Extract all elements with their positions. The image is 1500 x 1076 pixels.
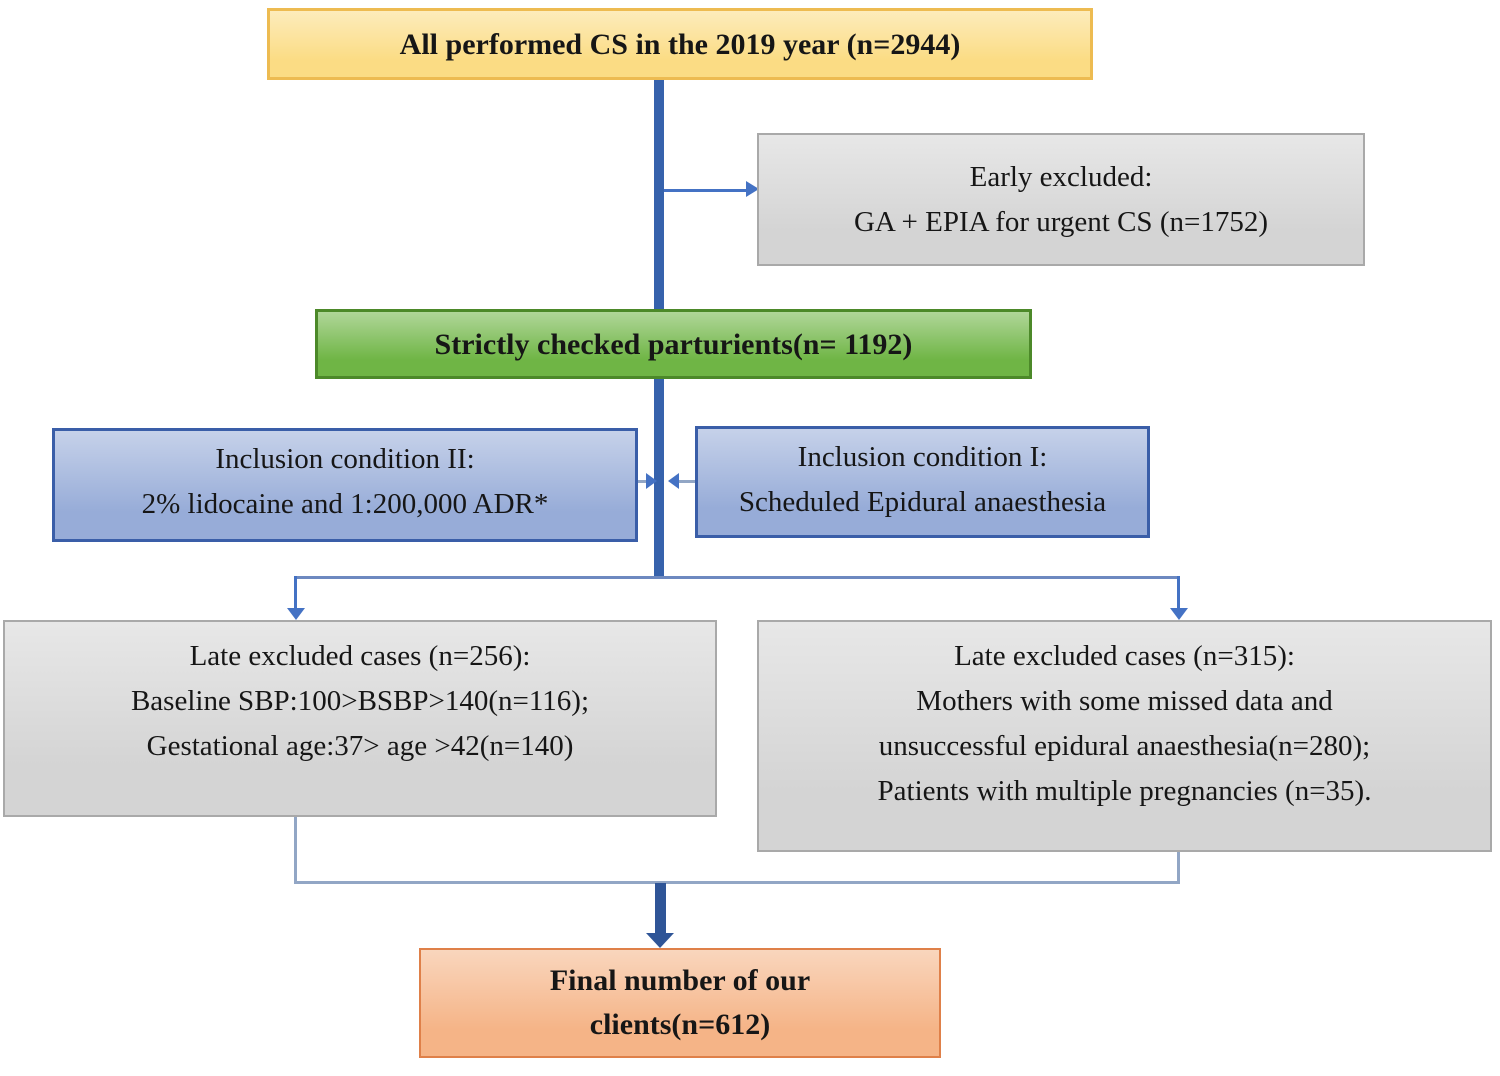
node-text-line: unsuccessful epidural anaesthesia(n=280)… (878, 730, 1371, 762)
node-text-line: GA + EPIA for urgent CS (n=1752) (853, 205, 1268, 238)
inclusion1-arrowhead-icon (668, 473, 679, 489)
node-text-line: Gestational age:37> age >42(n=140) (146, 730, 574, 762)
node-text-line: Late excluded cases (n=315): (954, 640, 1295, 672)
left-merge-line (294, 817, 297, 883)
early-excluded-connector-line (664, 189, 748, 192)
node-text-line: Late excluded cases (n=256): (189, 640, 531, 672)
inclusion2-connector-line (638, 480, 647, 483)
node-text-line: Inclusion condition II: (215, 443, 475, 475)
node-early-excluded: Early excluded: GA + EPIA for urgent CS … (757, 133, 1365, 266)
left-branch-arrowhead-icon (287, 608, 305, 620)
node-text-line: Scheduled Epidural anaesthesia (738, 486, 1107, 518)
inclusion2-arrowhead-icon (646, 473, 657, 489)
early-excluded-arrowhead-icon (746, 181, 759, 197)
node-text-line: Inclusion condition I: (797, 441, 1048, 473)
node-all-performed-cs: All performed CS in the 2019 year (n=294… (267, 8, 1093, 80)
node-text-line: All performed CS in the 2019 year (n=294… (399, 27, 961, 61)
node-final-clients: Final number of our clients(n=612) (419, 948, 941, 1058)
branch-horizontal-line (296, 576, 1180, 579)
node-late-excluded-left: Late excluded cases (n=256): Baseline SB… (3, 620, 717, 817)
node-text-line: Final number of our (549, 964, 811, 997)
node-late-excluded-right: Late excluded cases (n=315): Mothers wit… (757, 620, 1492, 852)
node-text-line: Strictly checked parturients(n= 1192) (434, 327, 913, 361)
node-text-line: 2% lidocaine and 1:200,000 ADR* (141, 488, 549, 520)
node-text-line: Mothers with some missed data and (916, 685, 1333, 717)
left-branch-line (294, 576, 297, 609)
node-text-line: Patients with multiple pregnancies (n=35… (877, 775, 1372, 807)
node-inclusion-condition-2: Inclusion condition II: 2% lidocaine and… (52, 428, 638, 542)
node-inclusion-condition-1: Inclusion condition I: Scheduled Epidura… (695, 426, 1150, 538)
node-text-line: Early excluded: (969, 160, 1153, 193)
merge-horizontal-line (294, 881, 1180, 884)
final-arrowhead-icon (646, 933, 674, 948)
right-branch-line (1177, 576, 1180, 609)
node-text-line: clients(n=612) (589, 1008, 771, 1041)
node-text-line: Baseline SBP:100>BSBP>140(n=116); (130, 685, 590, 717)
final-arrow-line (655, 883, 666, 934)
node-strictly-checked: Strictly checked parturients(n= 1192) (315, 309, 1032, 379)
right-branch-arrowhead-icon (1170, 608, 1188, 620)
right-merge-line (1177, 852, 1180, 883)
inclusion1-connector-line (677, 480, 695, 483)
